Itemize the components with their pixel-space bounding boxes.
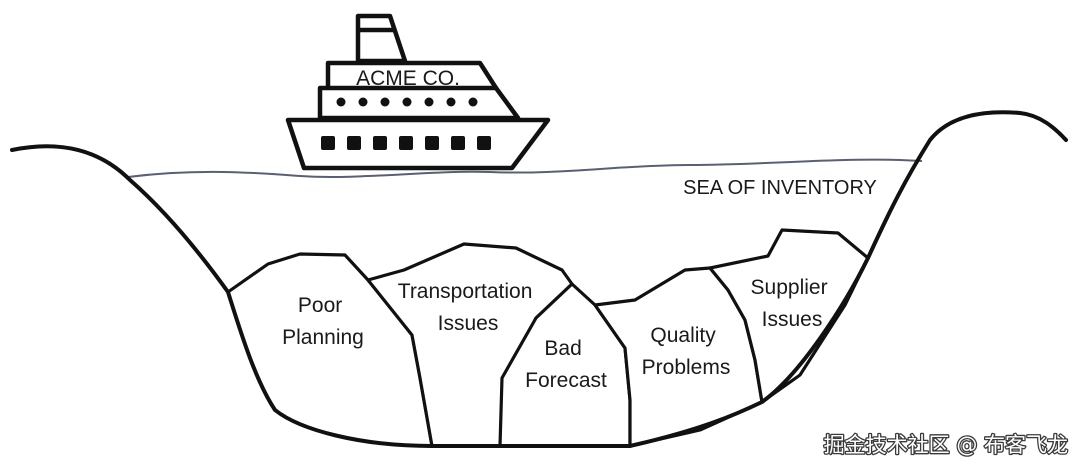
porthole-square bbox=[321, 136, 335, 150]
rock-label-bad-forecast: Bad Forecast bbox=[525, 337, 607, 392]
ship-middle-deck bbox=[317, 85, 521, 121]
rock-label-supplier-issues: Supplier Issues bbox=[751, 276, 834, 331]
porthole-small bbox=[358, 97, 368, 107]
water-surface-line bbox=[127, 158, 923, 178]
rock-label-transportation-issues: Transportation Issues bbox=[398, 280, 538, 335]
ship-label: ACME CO. bbox=[356, 67, 460, 90]
porthole-small bbox=[446, 97, 456, 107]
ship: ACME CO. bbox=[285, 13, 551, 171]
ship-hull-portholes bbox=[321, 136, 491, 150]
porthole-square bbox=[373, 136, 387, 150]
porthole-square bbox=[425, 136, 439, 150]
rock-supplier-issues bbox=[708, 228, 870, 404]
basin-outline bbox=[10, 110, 1068, 448]
porthole-small bbox=[380, 97, 390, 107]
ship-deck-portholes bbox=[336, 97, 478, 107]
porthole-small bbox=[424, 97, 434, 107]
rock-label-poor-planning: Poor Planning bbox=[282, 294, 364, 349]
porthole-square bbox=[347, 136, 361, 150]
watermark-text: 掘金技术社区 @ 布客飞龙 bbox=[824, 433, 1068, 457]
porthole-small bbox=[468, 97, 478, 107]
rock-label-quality-problems: Quality Problems bbox=[642, 324, 731, 379]
porthole-square bbox=[451, 136, 465, 150]
ship-funnel bbox=[355, 13, 408, 64]
porthole-square bbox=[477, 136, 491, 150]
sea-label: SEA OF INVENTORY bbox=[683, 177, 877, 199]
ship-hull bbox=[285, 117, 551, 171]
porthole-small bbox=[402, 97, 412, 107]
porthole-small bbox=[336, 97, 346, 107]
porthole-square bbox=[399, 136, 413, 150]
